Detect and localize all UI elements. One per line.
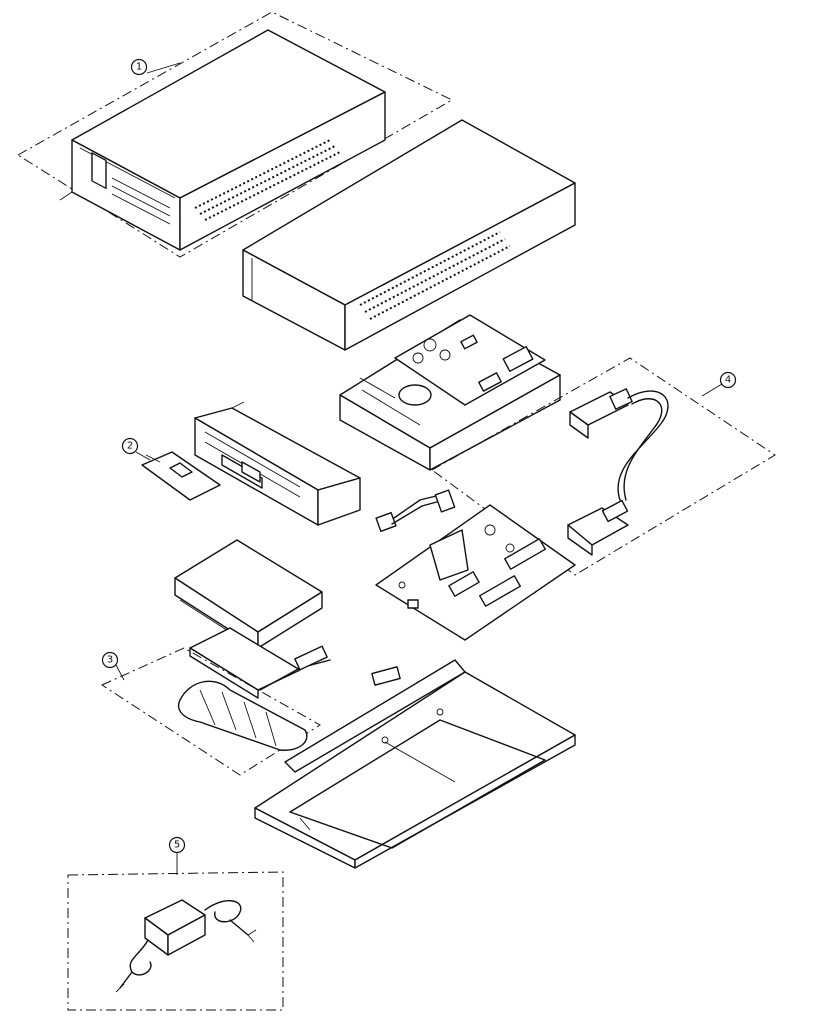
bottom-chassis (254, 659, 576, 869)
part-1-boundary (17, 11, 454, 258)
callout-1: 1 (130, 58, 148, 76)
floppy-drive-mechanism (339, 314, 561, 471)
callout-1-number: 1 (136, 62, 142, 73)
top-cover (242, 119, 576, 351)
callout-5: 5 (168, 836, 186, 854)
small-connector (371, 666, 401, 686)
part-2-label-plate-group (141, 451, 221, 501)
main-circuit-board (375, 504, 576, 641)
callout-5-number: 5 (174, 840, 180, 851)
drive-unit-assembly (59, 29, 386, 251)
ac-adapter (115, 899, 257, 993)
leader-lines (115, 62, 723, 875)
callout-4: 4 (719, 371, 737, 389)
front-bezel (194, 401, 361, 526)
interface-cable (567, 388, 669, 556)
part-5-boundary (67, 871, 284, 1011)
disk-module (174, 539, 323, 699)
part-1-drive-unit-group (17, 11, 454, 258)
part-5-ac-adapter-group (67, 871, 284, 1011)
battery-pack (177, 680, 308, 751)
power-cable-harness (375, 489, 456, 533)
part-4-interface-cable-group (431, 357, 776, 576)
callout-3: 3 (101, 651, 119, 669)
part-3-boundary (100, 647, 321, 776)
callout-2-number: 2 (127, 441, 133, 452)
callout-3-number: 3 (107, 655, 113, 666)
part-3-battery-pack-group (100, 645, 331, 776)
callout-2: 2 (121, 437, 139, 455)
callout-4-number: 4 (725, 375, 731, 386)
